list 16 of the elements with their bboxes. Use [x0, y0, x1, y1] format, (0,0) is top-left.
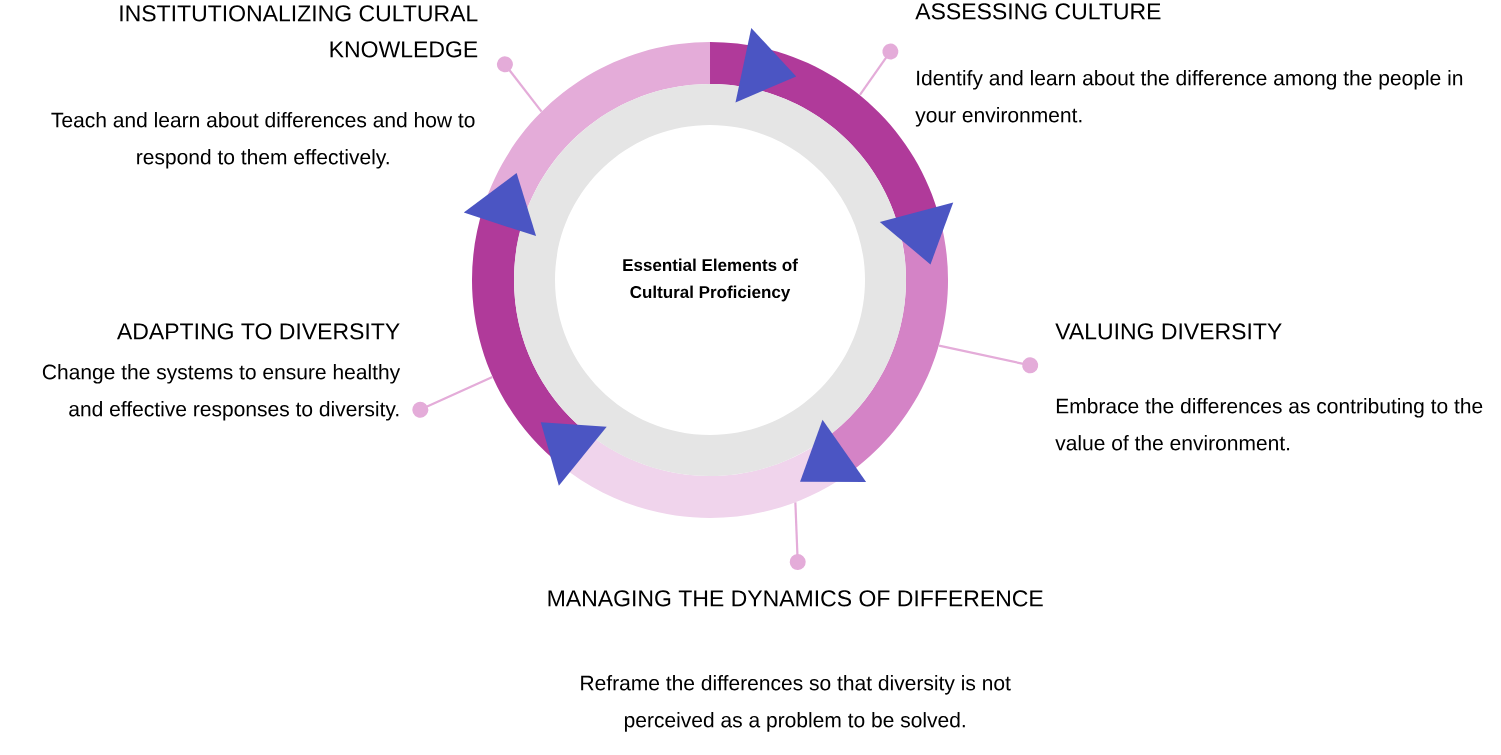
leader-line	[938, 344, 1039, 374]
heading-text: MANAGING THE DYNAMICS OF DIFFERENCE	[548, 590, 1043, 607]
description-text: Change the systems to ensure healthy and effective responses to diversity.	[42, 364, 401, 421]
leader-line	[789, 502, 806, 570]
description-text: Reframe the differences so that diversity is not perceived as a problem to be solved.	[581, 675, 1011, 732]
description-text: Identify and learn about the difference among the people in your environment.	[915, 70, 1463, 127]
leader-line	[412, 375, 493, 418]
heading-text: INSTITUTIONALIZING CULTURAL KNOWLEDGE	[120, 5, 478, 58]
leader-line	[859, 43, 899, 96]
center-title: Essential Elements of Cultural Proficiency	[623, 258, 798, 302]
heading-text: ASSESSING CULTURE	[915, 3, 1161, 20]
description-text: Teach and learn about differences and how to respond to them effectively.	[51, 112, 475, 169]
heading-text: ADAPTING TO DIVERSITY	[116, 323, 400, 340]
description-text: Embrace the differences as contributing to the value of the environment.	[1055, 398, 1483, 451]
leader-line	[496, 56, 543, 113]
heading-text: VALUING DIVERSITY	[1055, 323, 1282, 340]
